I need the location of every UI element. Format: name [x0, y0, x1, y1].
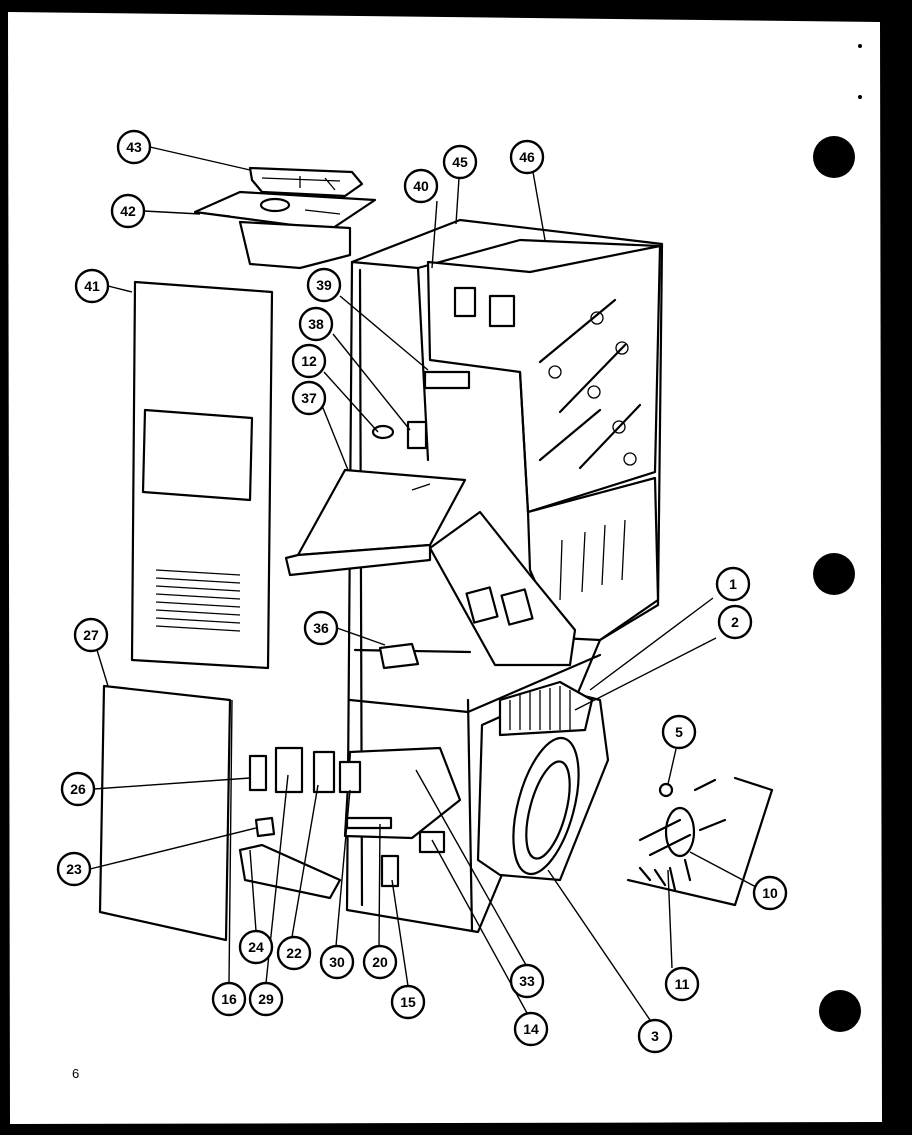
callout-10: 10 — [752, 875, 788, 911]
callout-46: 46 — [509, 139, 545, 175]
svg-text:1: 1 — [729, 576, 737, 592]
part-43-top-bracket — [248, 166, 364, 198]
callout-16: 16 — [211, 981, 247, 1017]
svg-text:20: 20 — [372, 954, 388, 970]
svg-text:15: 15 — [400, 994, 416, 1010]
svg-text:40: 40 — [413, 178, 429, 194]
binder-hole — [819, 990, 861, 1032]
callout-27: 27 — [73, 617, 109, 653]
callout-14: 14 — [513, 1011, 549, 1047]
callout-30: 30 — [319, 944, 355, 980]
callout-23: 23 — [56, 851, 92, 887]
part-37-control-shelf — [284, 468, 467, 577]
svg-text:46: 46 — [519, 149, 535, 165]
svg-text:30: 30 — [329, 954, 345, 970]
callout-11: 11 — [664, 966, 700, 1002]
part-38-limit-control — [406, 420, 428, 450]
part-10-motor-mount — [626, 776, 774, 907]
binder-hole — [813, 553, 855, 595]
callout-20: 20 — [362, 944, 398, 980]
binder-hole — [813, 136, 855, 178]
svg-text:26: 26 — [70, 781, 86, 797]
svg-text:12: 12 — [301, 353, 317, 369]
svg-text:29: 29 — [258, 991, 274, 1007]
svg-text:43: 43 — [126, 139, 142, 155]
callout-41: 41 — [74, 268, 110, 304]
svg-text:38: 38 — [308, 316, 324, 332]
part-5-nut — [658, 782, 674, 798]
svg-text:11: 11 — [675, 976, 690, 992]
part-14-capacitor — [418, 830, 446, 854]
callout-3: 3 — [637, 1018, 673, 1054]
part-24-bracket — [238, 843, 342, 900]
svg-text:23: 23 — [66, 861, 82, 877]
callout-29: 29 — [248, 981, 284, 1017]
svg-text:42: 42 — [120, 203, 136, 219]
svg-text:16: 16 — [221, 991, 237, 1007]
callout-22: 22 — [276, 935, 312, 971]
part-27-lower-door-panel — [98, 684, 232, 942]
callout-1: 1 — [715, 566, 751, 602]
svg-text:22: 22 — [286, 945, 302, 961]
leader-lines — [89, 146, 757, 1021]
callout-2: 2 — [717, 604, 753, 640]
svg-text:3: 3 — [651, 1028, 659, 1044]
svg-text:41: 41 — [84, 278, 100, 294]
callout-26: 26 — [60, 771, 96, 807]
svg-text:2: 2 — [731, 614, 739, 630]
callout-33: 33 — [509, 963, 545, 999]
svg-text:24: 24 — [248, 939, 264, 955]
part-22-switch — [312, 750, 336, 794]
callout-39: 39 — [306, 267, 342, 303]
part-26-terminal-strip — [248, 754, 268, 792]
svg-text:5: 5 — [675, 724, 683, 740]
svg-text:33: 33 — [519, 973, 535, 989]
svg-text:36: 36 — [313, 620, 329, 636]
part-42-vent-assembly — [193, 190, 377, 270]
svg-text:37: 37 — [301, 390, 317, 406]
part-36-relay — [378, 642, 420, 670]
part-20-terminal-board — [345, 816, 393, 830]
callout-12: 12 — [291, 343, 327, 379]
callout-24: 24 — [238, 929, 274, 965]
page-number: 6 — [72, 1066, 79, 1081]
part-15-door-switch — [380, 854, 400, 888]
control-panel-components — [238, 746, 462, 900]
callout-15: 15 — [390, 984, 426, 1020]
callout-36: 36 — [303, 610, 339, 646]
callout-38: 38 — [298, 306, 334, 342]
callout-43: 43 — [116, 129, 152, 165]
part-39-bracket — [423, 370, 471, 390]
part-12-sensor — [371, 424, 395, 440]
svg-text:10: 10 — [762, 885, 778, 901]
svg-text:27: 27 — [83, 627, 99, 643]
svg-text:45: 45 — [452, 154, 468, 170]
svg-text:39: 39 — [316, 277, 332, 293]
part-30-relay — [338, 760, 362, 794]
part-23-plug — [254, 816, 276, 838]
part-29-transformer — [274, 746, 304, 794]
callout-45: 45 — [442, 144, 478, 180]
callout-37: 37 — [291, 380, 327, 416]
callout-5: 5 — [661, 714, 697, 750]
svg-text:14: 14 — [523, 1021, 539, 1037]
part-41-front-door-panel — [130, 280, 274, 670]
callout-40: 40 — [403, 168, 439, 204]
part-1-2-3-blower-assembly — [476, 680, 610, 882]
callout-42: 42 — [110, 193, 146, 229]
